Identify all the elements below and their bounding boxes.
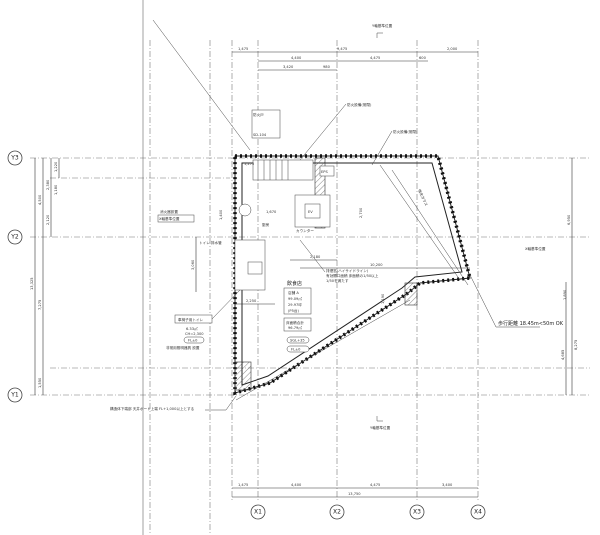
axis-label: X2 [333,509,341,516]
toilet-tag: FL±0 [188,339,198,343]
axis-x3: X3 [409,504,425,520]
axis-x2: X2 [329,504,345,520]
axis-y2: Y2 [7,229,23,245]
dim-label: 1,220 [54,161,58,172]
window-note-2: 有効開口面積 床面積の1/50以上 [326,273,379,278]
axis-x4: X4 [470,504,486,520]
bottom-marker-label: Y軸基準位置 [370,425,391,430]
dim-label: 2,380 [46,179,50,190]
toilet-fixture [238,203,252,217]
dim-label: 8,275 [574,340,578,350]
dim-label: 4,475 [370,56,380,60]
interior-dimensions: 1,275 1,670 2,700 2,180 10,200 2,250 1,1… [219,162,470,305]
dim-label: 1,475 [238,47,248,51]
top-marker-label: Y軸基準位置 [372,23,393,28]
kitchen-label: 厨房 [262,222,270,227]
axis-label: Y1 [10,392,19,399]
dim-label: 13,325 [30,277,34,290]
left-dimensions: 13,325 4,500 7,275 1,550 2,380 2,120 1,2… [30,158,197,395]
dim-label: 10,200 [370,263,383,267]
dim-label: 3,060 [191,259,195,270]
structural-column [234,361,252,391]
window-note: 排煙窓(ハイサイドライン) [326,268,369,273]
building-walls [233,154,473,401]
shop-parking: (P5台) [288,308,299,313]
counter-label: カウンター [296,228,314,233]
dim-label: 4,685 [561,350,565,360]
dim-label: 3,420 [283,65,294,69]
dim-label: 9,475 [337,47,347,51]
toilet-note: 非常用照明器具 設置 [166,345,200,350]
dim-label: 980 [323,65,331,69]
elevator-shaft [294,194,331,228]
fire-door-sub-label: SD-104 [253,133,267,137]
dim-label: 1,190 [381,293,385,304]
walking-distance-label: 歩行距離 18.45m<50m OK [498,320,564,327]
ev-label: EV [308,210,313,214]
glass-note: 強化ガラス [417,188,429,207]
wall-column [404,282,418,306]
right-marker-label: X軸基準位置 [525,246,546,251]
floor-area: 96.79㎡ [288,325,302,330]
eps-label: EPS [321,170,328,174]
level-tag: FL±0 [291,348,301,352]
shop-name: 店舗 A [288,290,299,295]
axis-x1: X1 [250,504,266,520]
dim-label: 1,550 [38,377,42,388]
core-area: EV カウンター EPS 厨房 [234,159,335,291]
dim-label: 2,700 [359,207,363,218]
shop-heading: 飲食店 [287,280,302,287]
toilet-pipe-label: トイレ 排水管 [199,240,222,245]
dim-label: 1,275 [244,162,254,166]
dim-label: 1,400 [219,209,223,220]
sprinkler-note: 消火器設置 [160,209,178,214]
dim-label: 2,120 [46,214,50,225]
axis-label: X1 [254,509,262,516]
axis-label: Y3 [10,155,19,162]
level-tag: SGL+35 [290,339,305,343]
top-dimensions: 1,475 9,475 2,000 4,400 4,475 600 3,420 … [232,23,478,71]
axis-label: X4 [474,509,482,516]
axis-label: X3 [413,509,421,516]
axis-label: Y2 [10,234,19,241]
dim-label: 1,890 [563,289,567,300]
dim-label: 1,670 [266,210,277,214]
window-note-3: 1/50を満たす [326,278,349,283]
toilet-area: 6.33㎡ [186,326,198,331]
dim-label: 1,180 [54,184,58,195]
dim-label: 1,475 [238,483,248,487]
bottom-note: 構造体下端部 天井ボード上端 FL+1,000以上とする [110,406,195,411]
accessible-toilet-label: 車椅子用トイレ [178,317,204,322]
shop-area: 99.09㎡ [288,296,302,301]
right-dimensions: 6,950 8,275 1,890 4,685 X軸基準位置 [525,158,578,395]
dim-label: 4,475 [370,483,380,487]
dim-label: 3,400 [442,483,453,487]
fire-shutter-label: 防火設備(常閉) [347,102,372,107]
left-marker-label: X軸基準位置 [159,216,180,221]
dim-label: 6,950 [567,214,571,225]
bottom-dimensions: 1,475 4,400 4,475 3,400 13,750 Y軸基準位置 [232,416,478,498]
dim-label: 600 [419,56,427,60]
core-wall [314,157,326,229]
shop-tsubo: 29.97坪 [288,302,302,307]
dim-label: 2,180 [310,255,321,259]
axis-y3: Y3 [7,150,23,166]
axis-y1: Y1 [7,387,23,403]
dim-label: 2,000 [447,47,458,51]
grid-lines [30,0,590,535]
dim-label: 4,500 [38,194,42,205]
dim-label: 7,275 [38,300,42,310]
fire-shutter-label: 防火設備(常閉) [393,129,418,134]
floor-area-label: 床面積合計 [286,320,304,325]
dim-label: 2,250 [246,299,257,303]
dim-label: 13,750 [348,492,361,496]
dim-label: 4,400 [291,483,302,487]
fire-door-label: 防火戸 [253,112,264,117]
dim-label: 4,400 [291,56,302,60]
toilet-ch: CH=2,300 [185,332,204,336]
